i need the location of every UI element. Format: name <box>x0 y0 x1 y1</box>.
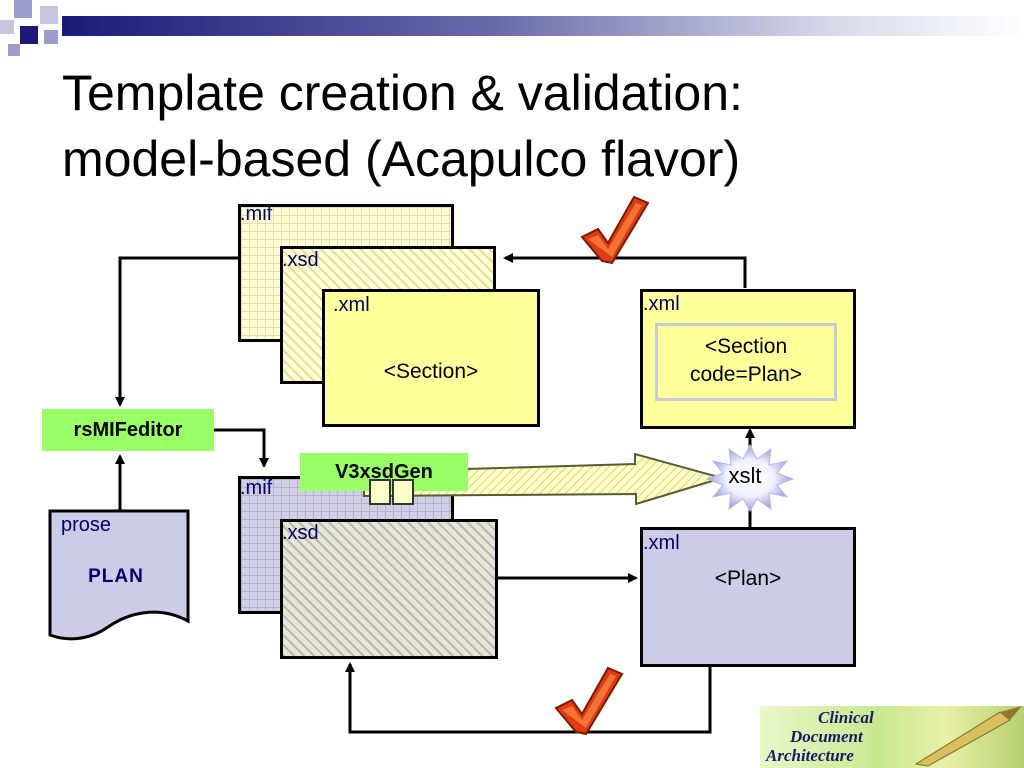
section-code-line-2: code=Plan> <box>689 363 803 386</box>
logo-line-3: Architecture <box>766 746 854 765</box>
corner-decoration <box>0 0 80 60</box>
logo-line-2: Document <box>790 727 863 746</box>
arrow-editor-to-bottom-stack <box>214 428 269 468</box>
right-xml-label: .xml <box>643 293 680 315</box>
title-line-1: Template creation & validation: <box>62 65 743 121</box>
plan-xml-label: .xml <box>643 532 680 554</box>
rsmifeditor-box: rsMIFeditor <box>42 409 214 451</box>
bottom-xsd-document <box>280 519 498 659</box>
xslt-label: xslt <box>728 463 762 488</box>
top-xml-label: .xml <box>333 294 370 316</box>
top-mif-label: .mif <box>240 203 273 225</box>
gen-square-2 <box>392 479 414 505</box>
top-xml-content: <Section> <box>383 360 479 383</box>
bottom-xsd-label: .xsd <box>282 522 319 544</box>
gen-square-1 <box>369 479 391 505</box>
title-line-2: model-based (Acapulco flavor) <box>62 131 741 187</box>
prose-label: prose <box>61 514 112 536</box>
arrow-plan-to-bottom-stack <box>345 662 712 734</box>
logo-line-1: Clinical <box>818 708 874 727</box>
slide-title: Template creation & validation: model-ba… <box>62 60 1002 192</box>
plan-xml-content: <Plan> <box>714 567 782 590</box>
arrow-xml-to-top-stack <box>503 253 747 288</box>
prose-document-shape <box>48 509 190 641</box>
xslt-starburst-icon <box>705 443 795 512</box>
prose-content: PLAN <box>88 566 144 587</box>
header-gradient-bar <box>62 16 1024 36</box>
checkmark-bottom-icon <box>554 666 624 736</box>
section-code-box <box>655 323 837 401</box>
plan-xml-document <box>640 527 856 667</box>
bottom-mif-label: .mif <box>240 477 273 499</box>
section-code-line-1: <Section <box>704 335 788 358</box>
top-xml-document <box>322 289 540 427</box>
arrow-stack-to-editor <box>115 256 240 407</box>
checkmark-top-icon <box>580 195 650 265</box>
top-xsd-label: .xsd <box>282 249 319 271</box>
cda-logo: Clinical Document Architecture <box>760 706 1024 768</box>
pen-icon <box>914 706 1022 767</box>
